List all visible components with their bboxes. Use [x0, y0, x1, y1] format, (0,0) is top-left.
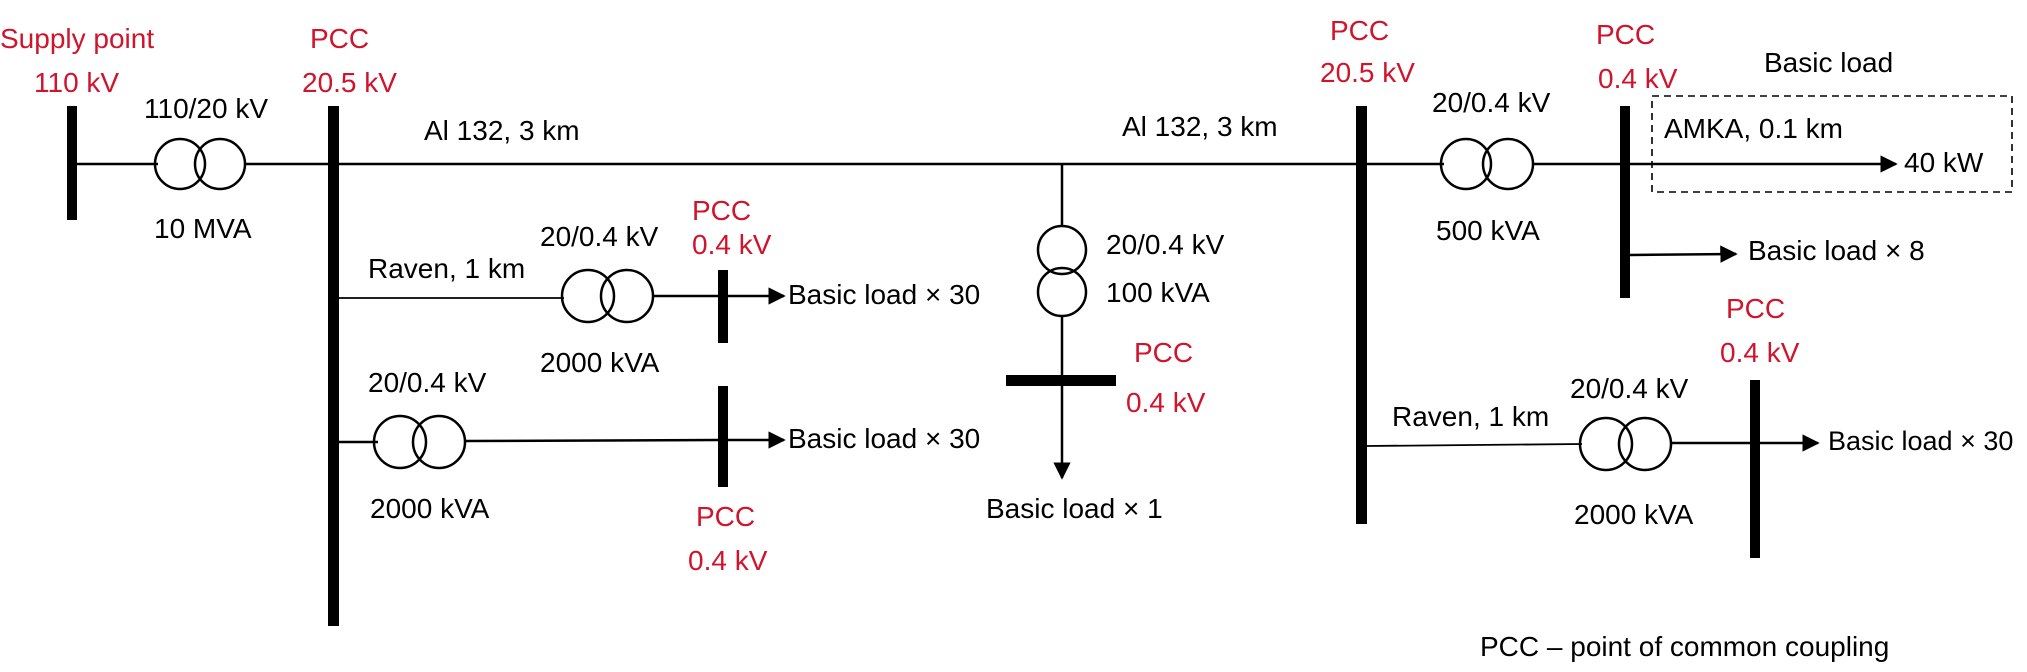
pcc-a-label: PCC	[310, 23, 369, 54]
footnote-label: PCC – point of common coupling	[1480, 631, 1889, 662]
transformer-lower-left	[372, 414, 467, 470]
pcc-b-label: PCC	[692, 195, 751, 226]
right-top-load-arrow	[1629, 245, 1738, 263]
tr-center-ratio-label: 20/0.4 kV	[1106, 229, 1225, 260]
load-upper-left-label: Basic load × 30	[788, 279, 980, 310]
line-left-label: Al 132, 3 km	[424, 115, 580, 146]
amka-line-label: AMKA, 0.1 km	[1664, 113, 1843, 144]
tr-right-bottom-rating-label: 2000 kVA	[1574, 499, 1694, 530]
bus-pcc-04kv-right-bottom	[1750, 380, 1760, 558]
tr-lower-left-ratio-label: 20/0.4 kV	[368, 367, 487, 398]
transformer-right-bottom	[1578, 416, 1673, 472]
bus-pcc-04kv-lower-left	[718, 386, 728, 487]
bus-supply-point	[67, 106, 77, 220]
pcc-f-voltage-label: 0.4 kV	[1598, 63, 1678, 94]
pcc-e-label: PCC	[1330, 15, 1389, 46]
bus-pcc-20kv-left	[328, 106, 339, 626]
tr-upper-left-rating-label: 2000 kVA	[540, 347, 660, 378]
line-right-label: Al 132, 3 km	[1122, 111, 1278, 142]
bus-pcc-04kv-upper-left	[718, 270, 728, 343]
supply-voltage-label: 110 kV	[34, 67, 119, 98]
tr-main-rating-label: 10 MVA	[154, 213, 252, 244]
tr-right-top-ratio-label: 20/0.4 kV	[1432, 87, 1551, 118]
pcc-a-voltage-label: 20.5 kV	[302, 67, 397, 98]
load-center-label: Basic load × 1	[986, 493, 1163, 524]
supply-point-label: Supply point	[0, 23, 154, 54]
raven-right-line	[1366, 443, 1583, 447]
pcc-g-voltage-label: 0.4 kV	[1720, 337, 1800, 368]
pcc-c-label: PCC	[696, 501, 755, 532]
bus-pcc-20kv-right	[1356, 106, 1367, 524]
tr-center-rating-label: 100 kVA	[1106, 277, 1210, 308]
tr-right-bottom-ratio-label: 20/0.4 kV	[1570, 373, 1689, 404]
tr-lower-left-rating-label: 2000 kVA	[370, 493, 490, 524]
transformer-right-top	[1439, 137, 1535, 191]
pcc-c-voltage-label: 0.4 kV	[688, 545, 768, 576]
bus-pcc-04kv-center	[1006, 375, 1116, 386]
tr-right-top-rating-label: 500 kVA	[1436, 215, 1540, 246]
pcc-g-label: PCC	[1726, 293, 1785, 324]
load-right-bottom-label: Basic load × 30	[1828, 426, 2013, 456]
basic-load-header-label: Basic load	[1764, 47, 1893, 78]
load-40kw-label: 40 kW	[1904, 147, 1984, 178]
pcc-d-voltage-label: 0.4 kV	[1126, 387, 1206, 418]
transformer-110-20kv	[153, 137, 247, 191]
load-lower-left-label: Basic load × 30	[788, 423, 980, 454]
lower-left-tr-to-bus	[464, 438, 719, 443]
raven-left-label: Raven, 1 km	[368, 253, 525, 284]
bus-pcc-04kv-right-top	[1620, 106, 1630, 298]
basic-load-dashed-box	[1651, 95, 2013, 193]
transformer-center	[1036, 224, 1088, 318]
load-right-top-label: Basic load × 8	[1748, 235, 1925, 266]
transformer-upper-left	[560, 268, 655, 324]
tr-upper-left-ratio-label: 20/0.4 kV	[540, 221, 659, 252]
pcc-b-voltage-label: 0.4 kV	[692, 229, 772, 260]
pcc-e-voltage-label: 20.5 kV	[1320, 57, 1415, 88]
pcc-f-label: PCC	[1596, 19, 1655, 50]
pcc-d-label: PCC	[1134, 337, 1193, 368]
tr-main-ratio-label: 110/20 kV	[144, 93, 268, 124]
raven-right-label: Raven, 1 km	[1392, 401, 1549, 432]
